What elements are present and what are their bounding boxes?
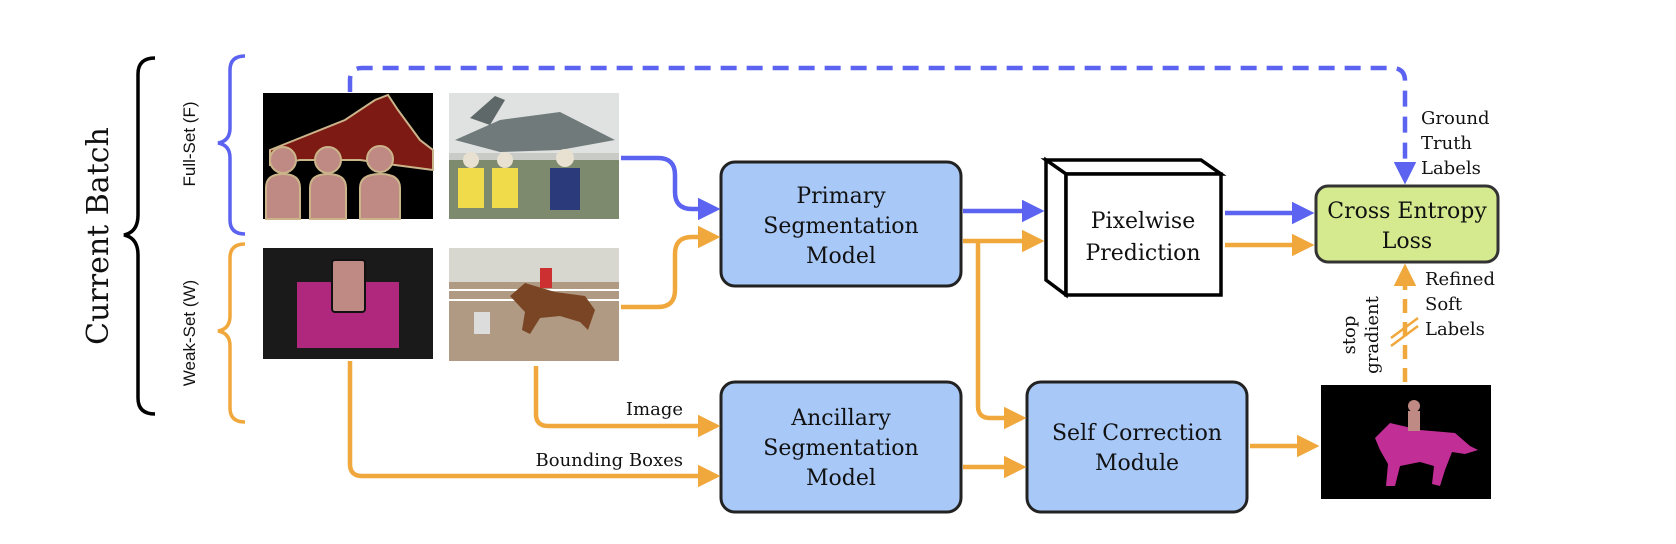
ground-truth-dashed-arrow bbox=[347, 65, 1417, 185]
ground-truth-label-line-1: Ground bbox=[1421, 108, 1490, 129]
current-batch-brace bbox=[123, 56, 156, 416]
pixelwise-prediction-box: Pixelwise Prediction bbox=[1040, 156, 1227, 299]
primary-to-self-correction-arrow bbox=[975, 241, 1027, 430]
refined-horse-mask-icon bbox=[1321, 385, 1491, 499]
cross-entropy-loss-box: Cross Entropy Loss bbox=[1314, 184, 1500, 264]
loss-box-line-2: Loss bbox=[1382, 229, 1432, 254]
primary-box-line-3: Model bbox=[806, 244, 876, 269]
ground-truth-label-line-3: Labels bbox=[1421, 158, 1481, 179]
pixelwise-box-line-1: Pixelwise bbox=[1091, 209, 1195, 234]
loss-box-line-1: Cross Entropy bbox=[1327, 199, 1487, 224]
weak-set-brace bbox=[217, 242, 246, 424]
full-set-brace bbox=[217, 54, 246, 236]
refined-label-line-1: Refined bbox=[1425, 269, 1495, 290]
weak-set-label: Weak-Set (W) bbox=[180, 280, 199, 386]
stop-gradient-label-line-1: stop bbox=[1339, 316, 1360, 355]
full-image-to-primary-arrow bbox=[621, 155, 721, 221]
photo-jet-crew-icon bbox=[449, 93, 619, 219]
weak-set-arrows bbox=[347, 225, 1417, 488]
self-correction-module-box: Self Correction Module bbox=[1025, 380, 1249, 514]
bounding-boxes-edge-label: Bounding Boxes bbox=[536, 450, 683, 471]
self-correction-box-line-1: Self Correction bbox=[1052, 421, 1222, 446]
current-batch-label: Current Batch bbox=[81, 127, 116, 345]
refined-label-line-3: Labels bbox=[1425, 319, 1485, 340]
stop-gradient-marker bbox=[1390, 316, 1419, 348]
refined-label-line-2: Soft bbox=[1425, 294, 1463, 315]
image-edge-label: Image bbox=[626, 399, 683, 420]
primary-segmentation-model-box: Primary Segmentation Model bbox=[719, 160, 963, 288]
segmentation-mask-plane-people-icon bbox=[263, 93, 434, 220]
full-set-arrows bbox=[347, 65, 1417, 225]
ground-truth-label-line-2: Truth bbox=[1421, 133, 1472, 154]
full-set-label: Full-Set (F) bbox=[180, 102, 199, 187]
bounding-box-mask-icon bbox=[263, 248, 433, 359]
ancillary-segmentation-model-box: Ancillary Segmentation Model bbox=[719, 380, 963, 514]
weak-image-to-primary-arrow bbox=[621, 225, 721, 310]
bbox-to-ancillary-arrow bbox=[347, 361, 721, 488]
ancillary-box-line-2: Segmentation bbox=[763, 436, 918, 461]
ancillary-box-line-1: Ancillary bbox=[790, 406, 891, 431]
primary-box-line-2: Segmentation bbox=[763, 214, 918, 239]
stop-gradient-label-line-2: gradient bbox=[1362, 295, 1383, 373]
pixelwise-box-line-2: Prediction bbox=[1085, 241, 1200, 266]
self-correction-box-line-2: Module bbox=[1095, 451, 1179, 476]
primary-box-line-1: Primary bbox=[796, 184, 886, 209]
photo-horse-rider-icon bbox=[449, 248, 619, 361]
ancillary-box-line-3: Model bbox=[806, 466, 876, 491]
weak-image-to-ancillary-arrow bbox=[533, 366, 721, 438]
